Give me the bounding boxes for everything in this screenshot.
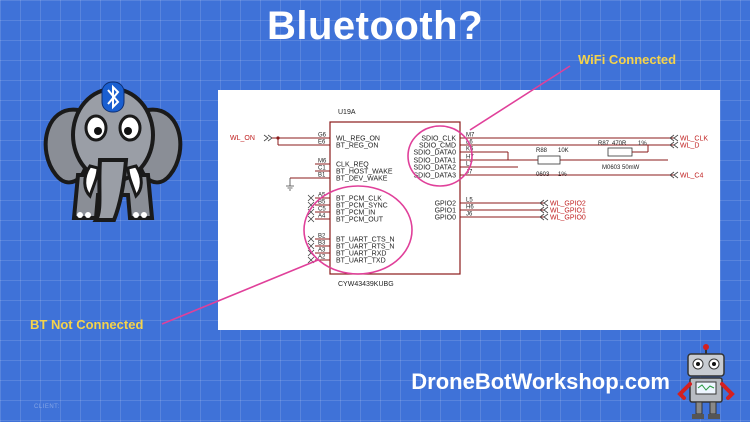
no-connect-mark (307, 194, 315, 202)
pin-pad: K6 (466, 147, 474, 153)
client-label: CLIENT: (34, 404, 60, 410)
footer-url: DroneBotWorkshop.com (411, 369, 670, 394)
net-connector (669, 134, 679, 142)
net-connector (669, 141, 679, 149)
pin-name: BT_PCM_IN (336, 210, 375, 217)
bt-callout: BT Not Connected (30, 317, 144, 332)
pin-pad: H7 (466, 155, 474, 161)
net-connector (539, 206, 549, 214)
pin-name: WL_REG_ON (336, 136, 380, 143)
pin-name: SDIO_DATA3 (413, 173, 456, 180)
pin-pad: J6 (466, 212, 473, 218)
net-label: WL_GPIO2 (550, 201, 586, 208)
wifi-highlight-circle (407, 125, 473, 187)
elephant-bluetooth-icon (43, 81, 183, 222)
net-label-wl-on: WL_ON (230, 135, 255, 142)
pin-pad: H6 (466, 205, 474, 211)
wifi-callout-line (469, 65, 571, 131)
junction-dot (276, 136, 280, 140)
pin-pad: B3 (318, 241, 326, 247)
pin-name: BT_UART_TXD (336, 258, 386, 265)
ground-symbol (286, 178, 294, 191)
net-label: WL_CLK (680, 136, 708, 143)
pin-name: SDIO_DATA2 (413, 165, 456, 172)
pin-pad: A2 (318, 255, 326, 261)
slide-title: Bluetooth? (266, 4, 484, 48)
wifi-callout: WiFi Connected (578, 52, 677, 67)
r87-value: 470R (612, 141, 627, 147)
r87-tol: 1% (638, 141, 647, 147)
pin-name: BT_DEV_WAKE (336, 176, 388, 183)
r87-ref: R87 (598, 141, 610, 147)
pin-name: BT_UART_CTS_N (336, 237, 395, 244)
net-label: WL_D (680, 143, 699, 150)
pin-name: GPIO1 (435, 208, 457, 215)
pin-pad: M6 (318, 159, 327, 165)
pin-pad: B5 (318, 200, 326, 206)
pin-pad: M7 (466, 133, 475, 139)
no-connect-mark (307, 235, 315, 243)
dronebot-robot-icon (677, 344, 735, 419)
r87-package: M0603 50mW (602, 165, 640, 171)
chip-ref: U19A (338, 109, 356, 116)
pin-name: GPIO0 (435, 215, 457, 222)
net-connector (539, 213, 549, 221)
pin-pad: L5 (466, 198, 473, 204)
pin-name: BT_PCM_OUT (336, 217, 384, 224)
pin-pad: C1 (318, 166, 326, 172)
chip-part: CYW43439KUBG (338, 281, 394, 288)
pin-name: BT_REG_ON (336, 143, 378, 150)
no-connect-mark (307, 201, 315, 209)
pin-pad: B2 (318, 234, 326, 240)
pin-pad: L6 (466, 140, 473, 146)
net-label: WL_GPIO0 (550, 215, 586, 222)
pin-name: BT_UART_RTS_N (336, 244, 394, 251)
pin-pad: A5 (318, 193, 326, 199)
pin-pad: E6 (318, 140, 326, 146)
pin-name: BT_PCM_SYNC (336, 203, 388, 210)
no-connect-mark (307, 215, 315, 223)
net-connector (539, 199, 549, 207)
r88-package: 0603 (536, 172, 550, 178)
r88-ref: R88 (536, 148, 548, 154)
pin-pad: G6 (318, 133, 327, 139)
pin-name: CLK_REQ (336, 162, 369, 169)
r88-value: 10K (558, 148, 569, 154)
bt-highlight-circle (303, 185, 413, 275)
pin-name: BT_PCM_CLK (336, 196, 382, 203)
pin-name: SDIO_DATA0 (413, 150, 456, 157)
pin-name: SDIO_DATA1 (413, 158, 456, 165)
pin-name: BT_UART_RXD (336, 251, 386, 258)
r88-tol: 1% (558, 172, 567, 178)
net-label: WL_C4 (680, 173, 703, 180)
net-connector (669, 171, 679, 179)
resistor-r88 (537, 155, 561, 165)
pin-pad: J7 (466, 170, 473, 176)
pin-pad: A4 (318, 214, 326, 220)
pin-pad: C5 (318, 207, 326, 213)
pin-pad: L7 (466, 162, 473, 168)
pin-name: SDIO_CLK (421, 136, 456, 143)
net-label: WL_GPIO1 (550, 208, 586, 215)
pin-name: BT_HOST_WAKE (336, 169, 393, 176)
pin-pad: A3 (318, 248, 326, 254)
bt-callout-line (161, 259, 319, 325)
pin-name: GPIO2 (435, 201, 457, 208)
pin-name: SDIO_CMD (419, 143, 456, 150)
pin-pad: B1 (318, 173, 326, 179)
